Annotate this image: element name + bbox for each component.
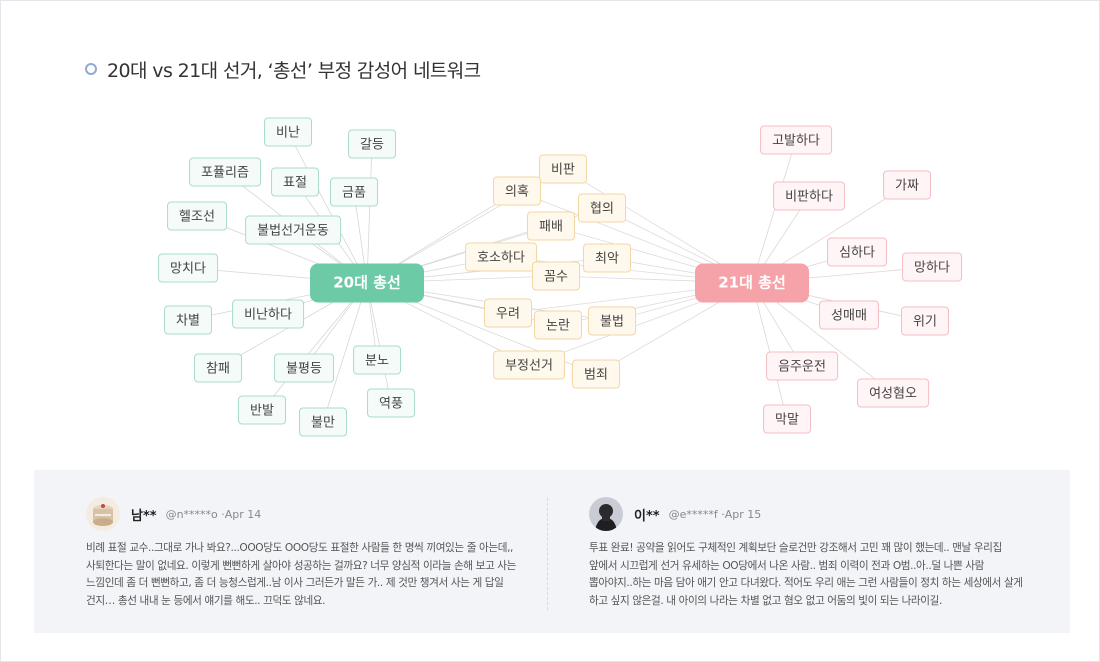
comment-text: 투표 완료! 공약을 읽어도 구체적인 계획보단 슬로건만 강조해서 고민 꽤 … [589, 542, 1023, 607]
node-망치다: 망치다 [158, 253, 218, 283]
person-avatar-icon [589, 497, 623, 531]
title-bullet-icon [85, 63, 97, 75]
title-row: 20대 vs 21대 선거, ‘총선’ 부정 감성어 네트워크 [85, 55, 481, 83]
node-포퓰리즘: 포퓰리즘 [189, 157, 261, 187]
node-갈등: 갈등 [348, 129, 396, 159]
node-패배: 패배 [527, 211, 575, 241]
node-불평등: 불평등 [274, 353, 334, 383]
node-논란: 논란 [534, 310, 582, 340]
node-최악: 최악 [583, 243, 631, 273]
comment-handle: @n*****o [165, 507, 218, 521]
node-비판하다: 비판하다 [773, 181, 845, 211]
comment-username: 이** [634, 508, 660, 524]
comments-panel: 남** @n*****o ·Apr 14 비례 표절 교수..그대로 가나 봐요… [34, 470, 1070, 633]
network-edge [751, 282, 788, 420]
node-분노: 분노 [353, 345, 401, 375]
node-호소하다: 호소하다 [465, 242, 537, 272]
node-범죄: 범죄 [572, 359, 620, 389]
comment-date: Apr 14 [224, 507, 262, 521]
node-불만: 불만 [299, 407, 347, 437]
node-우려: 우려 [484, 298, 532, 328]
node-심하다: 심하다 [827, 237, 887, 267]
comment-header: 이** @e*****f ·Apr 15 [589, 494, 1029, 534]
comment-handle: @e*****f [668, 507, 718, 521]
comment-card-2: 이** @e*****f ·Apr 15 투표 완료! 공약을 읽어도 구체적인… [589, 494, 1029, 610]
node-표절: 표절 [271, 167, 319, 197]
network-edge [366, 282, 392, 404]
node-고발하다: 고발하다 [760, 125, 832, 155]
node-성매매: 성매매 [819, 300, 879, 330]
node-의혹: 의혹 [493, 176, 541, 206]
network-edge [287, 131, 368, 284]
comment-header: 남** @n*****o ·Apr 14 [86, 494, 526, 534]
node-막말: 막말 [763, 404, 811, 434]
comment-meta: @n*****o ·Apr 14 [165, 507, 262, 521]
cake-avatar-icon [86, 497, 120, 531]
node-음주운전: 음주운전 [766, 351, 838, 381]
network-edge [261, 282, 368, 411]
node-반발: 반발 [238, 395, 286, 425]
page-title: 20대 vs 21대 선거, ‘총선’ 부정 감성어 네트워크 [107, 59, 481, 82]
comments-divider [547, 498, 548, 610]
node-부정선거: 부정선거 [493, 350, 565, 380]
comment-meta: @e*****f ·Apr 15 [668, 507, 762, 521]
node-꼼수: 꼼수 [532, 261, 580, 291]
node-불법: 불법 [588, 306, 636, 336]
network-edge [751, 139, 797, 284]
node-헬조선: 헬조선 [167, 201, 227, 231]
node-여성혐오: 여성혐오 [857, 378, 929, 408]
network-edge [366, 143, 373, 284]
node-비판: 비판 [539, 154, 587, 184]
node-역풍: 역풍 [367, 388, 415, 418]
hub-21st-election: 21대 총선 [695, 263, 809, 303]
hub-20th-election: 20대 총선 [310, 263, 424, 303]
comment-card-1: 남** @n*****o ·Apr 14 비례 표절 교수..그대로 가나 봐요… [86, 494, 526, 610]
comment-date: Apr 15 [724, 507, 762, 521]
node-차별: 차별 [164, 305, 212, 335]
node-협의: 협의 [578, 193, 626, 223]
node-금품: 금품 [330, 177, 378, 207]
node-비난하다: 비난하다 [232, 299, 304, 329]
node-참패: 참패 [194, 353, 242, 383]
node-비난: 비난 [264, 117, 312, 147]
node-가짜: 가짜 [883, 170, 931, 200]
network-edge [322, 282, 368, 423]
node-불법선거운동: 불법선거운동 [245, 215, 341, 245]
comment-username: 남** [131, 508, 157, 524]
comment-text: 비례 표절 교수..그대로 가나 봐요?...OOO당도 OOO당도 표절한 사… [86, 542, 516, 607]
node-위기: 위기 [901, 306, 949, 336]
node-망하다: 망하다 [902, 252, 962, 282]
